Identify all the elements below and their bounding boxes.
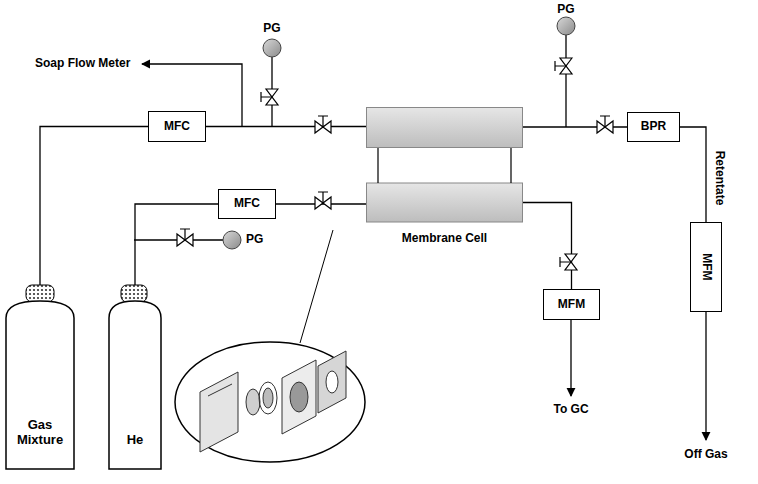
flow-controller-box: MFC (218, 189, 276, 219)
node-label: MFM (558, 298, 585, 312)
exploded-cell (200, 351, 346, 452)
node-label: MFC (234, 197, 260, 211)
gas-cylinder: Gas Mixture (5, 300, 75, 470)
valve-symbol (315, 116, 331, 133)
valve-symbol (555, 58, 572, 74)
pressure-gauge (263, 39, 281, 57)
flow-meter-box: MFM (690, 222, 722, 312)
valve-symbol (261, 89, 278, 105)
flow-controller-box: MFC (148, 111, 206, 142)
outlet-line (570, 320, 571, 396)
pipe-line (40, 127, 148, 301)
outlet-label: To GC (553, 403, 588, 417)
membrane-cell: Membrane Cell (366, 107, 523, 222)
pressure-gauge (557, 17, 575, 35)
node-label: BPR (641, 120, 666, 134)
pipe-line (206, 126, 366, 127)
valve-symbol (315, 192, 331, 209)
pipe-line (680, 127, 706, 222)
gauge-label: PG (246, 233, 263, 247)
gauge-label: PG (263, 22, 280, 36)
leader-line (300, 230, 333, 343)
cell-outline (366, 107, 523, 222)
gas-cylinder: He (108, 300, 162, 470)
back-pressure-box: BPR (627, 112, 680, 142)
node-label: MFC (164, 120, 190, 134)
outlet-label: Off Gas (684, 448, 727, 462)
cylinder-cap (121, 285, 147, 302)
inset-ellipse (175, 342, 365, 462)
outlet-label: Soap Flow Meter (35, 57, 130, 71)
flow-meter-box: MFM (543, 289, 600, 320)
valve-symbol (177, 229, 193, 246)
stream-label: Retentate (712, 151, 726, 206)
node-label: Gas Mixture (10, 418, 70, 448)
gauge-label: PG (557, 3, 574, 17)
gauge-line (565, 35, 566, 127)
outlet-line (705, 312, 706, 440)
cylinder-cap (26, 285, 54, 302)
valve-symbol (597, 116, 613, 133)
node-label: MFM (699, 253, 713, 280)
valve-symbol (560, 254, 577, 270)
pipe-line (135, 204, 218, 300)
pressure-gauge (223, 231, 241, 249)
pipe-line (523, 203, 572, 290)
node-label: He (127, 433, 144, 448)
node-label: Membrane Cell (402, 232, 487, 246)
